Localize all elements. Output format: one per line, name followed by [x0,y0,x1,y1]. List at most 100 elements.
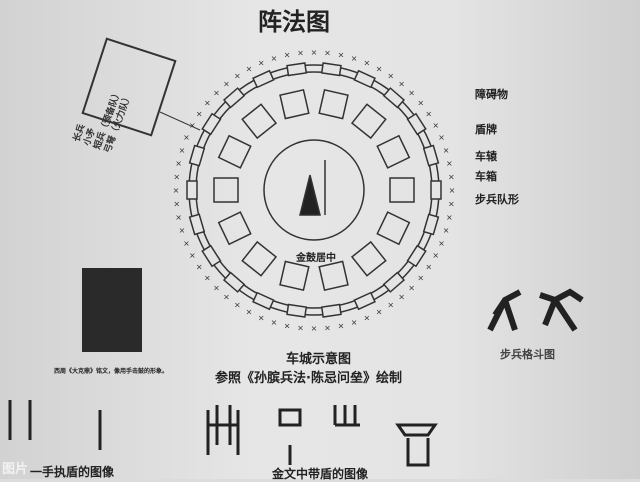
obstacle-mark: × [246,64,253,73]
obstacle-mark: × [351,318,358,327]
chariot [406,112,427,136]
obstacle-mark: × [223,79,230,88]
obstacle-mark: × [183,133,190,142]
watermark: 图片 [2,462,29,477]
caption-title: 车城示意图 [286,352,352,367]
chariot [222,87,246,109]
obstacle-mark: × [351,54,358,63]
infantry-square [350,240,387,277]
infantry-square [350,103,387,140]
obstacle-mark: × [284,51,291,60]
obstacle-mark: × [387,71,394,80]
infantry-square [213,177,239,203]
obstacle-mark: × [363,59,370,68]
obstacle-mark: × [204,274,211,283]
obstacle-mark: × [398,293,405,302]
obstacle-mark: × [284,321,291,330]
obstacle-mark: × [173,200,180,209]
infantry-square [389,177,415,203]
obstacle-mark: × [173,172,180,181]
bronze-glyphs [8,400,438,467]
infantry-square [318,260,349,292]
obstacle-mark: × [446,159,453,168]
obstacle-mark: × [189,251,196,260]
chariot [286,62,308,77]
obstacle-mark: × [223,293,230,302]
obstacle-mark: × [297,323,304,332]
obstacle-mark: × [448,200,455,209]
obstacle-mark: × [311,324,318,333]
obstacle-mark: × [311,48,318,57]
obstacle-mark: × [175,213,182,222]
label-carriage: 车箱 [475,170,497,183]
obstacle-mark: × [324,49,331,58]
chariot [222,271,246,293]
chariot [186,180,198,200]
chariot [252,291,275,311]
obstacle-mark: × [376,64,383,73]
obstacle-mark: × [449,186,456,195]
obstacle-mark: × [258,313,265,322]
obstacle-mark: × [179,146,186,155]
page-title: 阵法图 [258,8,330,36]
chariot [353,69,376,89]
combat-figures [487,288,584,332]
obstacle-mark: × [425,263,432,272]
chariot [422,144,440,167]
caption-reference: 参照《孙膑兵法·陈忌问垒》绘制 [215,371,402,386]
obstacle-mark: × [448,172,455,181]
chariot [188,144,206,167]
obstacle-mark: × [324,323,331,332]
bottom-left-caption: 一手执盾的图像 [30,465,115,479]
obstacle-mark: × [213,284,220,293]
obstacle-mark: × [338,51,345,60]
chariot [406,244,427,268]
obstacle-mark: × [425,109,432,118]
label-infantry: 步兵队形 [475,193,519,206]
obstacle-mark: × [179,226,186,235]
infantry-square [217,211,252,246]
obstacle-mark: × [363,313,370,322]
chariot [422,213,440,236]
obstacle-mark: × [432,121,439,130]
obstacle-mark: × [297,49,304,58]
drummer-figure [299,160,326,216]
bottom-center-caption: 金文中带盾的图像 [272,467,369,481]
obstacle-mark: × [438,239,445,248]
chariot [286,303,308,318]
obstacle-mark: × [432,251,439,260]
obstacle-mark: × [408,88,415,97]
infantry-square [279,260,310,292]
obstacle-mark: × [246,308,253,317]
obstacle-mark: × [234,71,241,80]
chariot [382,87,406,109]
combat-caption: 步兵格斗图 [500,348,555,361]
chariot [320,62,342,77]
chariot [320,303,342,318]
chariot [430,180,442,200]
obstacle-mark: × [271,54,278,63]
label-shield: 盾牌 [475,123,497,136]
obstacle-mark: × [398,79,405,88]
bronze-inscription-image [82,268,142,352]
obstacle-mark: × [408,284,415,293]
label-shaft: 车辕 [475,150,497,163]
obstacle-mark: × [446,213,453,222]
chariot [382,271,406,293]
obstacle-mark: × [189,121,196,130]
obstacle-mark: × [387,301,394,310]
center-circle [263,139,365,241]
chariot [201,112,222,136]
chariot [353,291,376,311]
obstacle-mark: × [196,263,203,272]
obstacle-mark: × [438,133,445,142]
chariot [188,213,206,236]
obstacle-mark: × [338,321,345,330]
obstacle-mark: × [443,226,450,235]
pointer-line [159,111,201,131]
infantry-square [318,88,349,120]
obstacle-mark: × [443,146,450,155]
label-obstacle: 障碍物 [475,88,508,101]
